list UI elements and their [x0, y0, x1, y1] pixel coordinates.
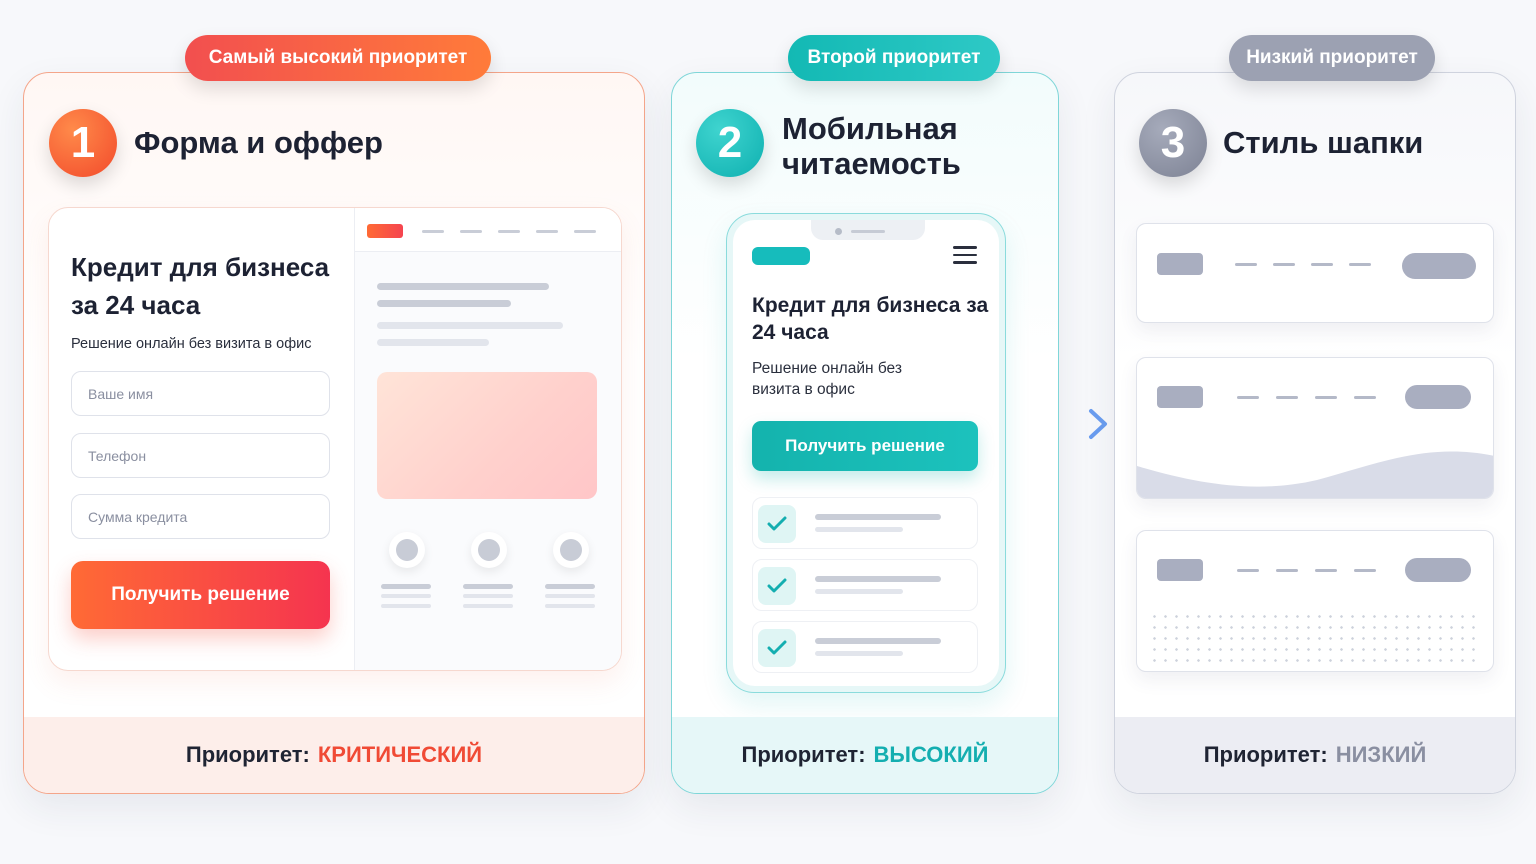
- feature-icon-placeholder: [471, 532, 507, 568]
- mobile-get-decision-button[interactable]: Получить решение: [752, 421, 978, 471]
- nav-dash: [1349, 263, 1371, 266]
- header-logo-placeholder: [1157, 386, 1203, 408]
- mobile-phone-mockup: Кредит для бизнеса за 24 часа Решение он…: [726, 213, 1006, 693]
- panel-header-style: 3 Стиль шапки Приоритет: НИЗКИЙ: [1114, 72, 1516, 794]
- checkmark-icon: [758, 505, 796, 543]
- priority-value-low: НИЗКИЙ: [1335, 742, 1427, 767]
- priority-label: Приоритет:: [741, 742, 866, 767]
- nav-dash: [1237, 396, 1259, 399]
- nav-dash: [460, 230, 482, 233]
- nav-dash: [1237, 569, 1259, 572]
- panel-title: Стиль шапки: [1223, 125, 1424, 160]
- dot-pattern-decoration: [1149, 611, 1483, 663]
- name-input[interactable]: Ваше имя: [71, 371, 330, 416]
- benefit-list-item: [752, 621, 978, 673]
- priority-value-critical: КРИТИЧЕСКИЙ: [317, 742, 483, 767]
- benefit-list-item: [752, 559, 978, 611]
- nav-dash: [1235, 263, 1257, 266]
- header-variant-dotted: [1136, 530, 1494, 672]
- get-decision-button[interactable]: Получить решение: [71, 561, 330, 629]
- panel-form-offer: 1 Форма и оффер Кредит для бизнеса за 24…: [23, 72, 645, 794]
- step-number-2: 2: [696, 109, 764, 177]
- nav-dash: [422, 230, 444, 233]
- header-button-placeholder: [1405, 385, 1471, 409]
- mobile-offer-subtitle: Решение онлайн без визита в офис: [752, 360, 902, 398]
- mobile-logo: [752, 247, 810, 265]
- phone-notch: [811, 220, 925, 240]
- priority-badge-second: Второй приоритет: [788, 35, 1000, 81]
- priority-value-high: ВЫСОКИЙ: [873, 742, 989, 767]
- text-line-placeholder: [463, 594, 513, 598]
- nav-dash: [1315, 396, 1337, 399]
- feature-icon-placeholder: [389, 532, 425, 568]
- nav-dash: [1273, 263, 1295, 266]
- text-line-placeholder: [463, 604, 513, 608]
- header-logo-placeholder: [1157, 253, 1203, 275]
- offer-headline: Кредит для бизнеса за 24 часа: [71, 252, 330, 320]
- nav-dash: [1354, 396, 1376, 399]
- phone-screen: Кредит для бизнеса за 24 часа Решение он…: [733, 220, 999, 686]
- hero-image-placeholder: [377, 372, 597, 499]
- content-column-wireframe: [355, 208, 621, 670]
- wireframe-nav: [355, 208, 621, 252]
- nav-dash: [536, 230, 558, 233]
- benefit-list-item: [752, 497, 978, 549]
- priority-badge-low: Низкий приоритет: [1229, 35, 1435, 81]
- header-button-placeholder: [1405, 558, 1471, 582]
- nav-dash: [1276, 569, 1298, 572]
- text-line-placeholder: [545, 604, 595, 608]
- text-line-placeholder: [545, 584, 595, 589]
- checkmark-icon: [758, 567, 796, 605]
- text-line-placeholder: [377, 283, 549, 290]
- text-line-placeholder: [377, 322, 563, 329]
- priority-footer: Приоритет: ВЫСОКИЙ: [672, 717, 1058, 793]
- priority-footer: Приоритет: КРИТИЧЕСКИЙ: [24, 717, 644, 793]
- desktop-landing-mockup: Кредит для бизнеса за 24 часа Решение он…: [48, 207, 622, 671]
- panel-mobile-readability: 2 Мобильная читаемость Кредит для бизнес…: [671, 72, 1059, 794]
- header-variant-wave: [1136, 357, 1494, 499]
- priority-label: Приоритет:: [185, 742, 310, 767]
- panel-title: Форма и оффер: [134, 125, 383, 160]
- nav-dash: [1315, 569, 1337, 572]
- wave-decoration: [1137, 451, 1493, 498]
- text-line-placeholder: [377, 300, 511, 307]
- text-line-placeholder: [381, 584, 431, 589]
- text-line-placeholder: [377, 339, 489, 346]
- feature-icon-placeholder: [553, 532, 589, 568]
- text-line-placeholder: [381, 604, 431, 608]
- nav-dash: [1354, 569, 1376, 572]
- form-column: Кредит для бизнеса за 24 часа Решение он…: [49, 208, 355, 670]
- step-number-3: 3: [1139, 109, 1207, 177]
- text-line-placeholder: [545, 594, 595, 598]
- text-line-placeholder: [463, 584, 513, 589]
- loan-amount-input[interactable]: Сумма кредита: [71, 494, 330, 539]
- priority-footer: Приоритет: НИЗКИЙ: [1115, 717, 1515, 793]
- header-variant-plain: [1136, 223, 1494, 323]
- mobile-offer-headline: Кредит для бизнеса за 24 часа: [752, 294, 989, 344]
- header-button-placeholder: [1402, 253, 1476, 279]
- phone-input[interactable]: Телефон: [71, 433, 330, 478]
- text-line-placeholder: [381, 594, 431, 598]
- checkmark-icon: [758, 629, 796, 667]
- priority-label: Приоритет:: [1203, 742, 1328, 767]
- hamburger-menu-icon[interactable]: [953, 246, 977, 264]
- nav-dash: [1311, 263, 1333, 266]
- arrow-right-icon: [1041, 409, 1107, 439]
- step-number-1: 1: [49, 109, 117, 177]
- nav-dash: [1276, 396, 1298, 399]
- wireframe-logo: [367, 224, 403, 238]
- nav-dash: [574, 230, 596, 233]
- header-logo-placeholder: [1157, 559, 1203, 581]
- priority-badge-highest: Самый высокий приоритет: [185, 35, 491, 81]
- offer-subtitle: Решение онлайн без визита в офис: [71, 336, 312, 352]
- panel-title: Мобильная читаемость: [782, 111, 961, 181]
- nav-dash: [498, 230, 520, 233]
